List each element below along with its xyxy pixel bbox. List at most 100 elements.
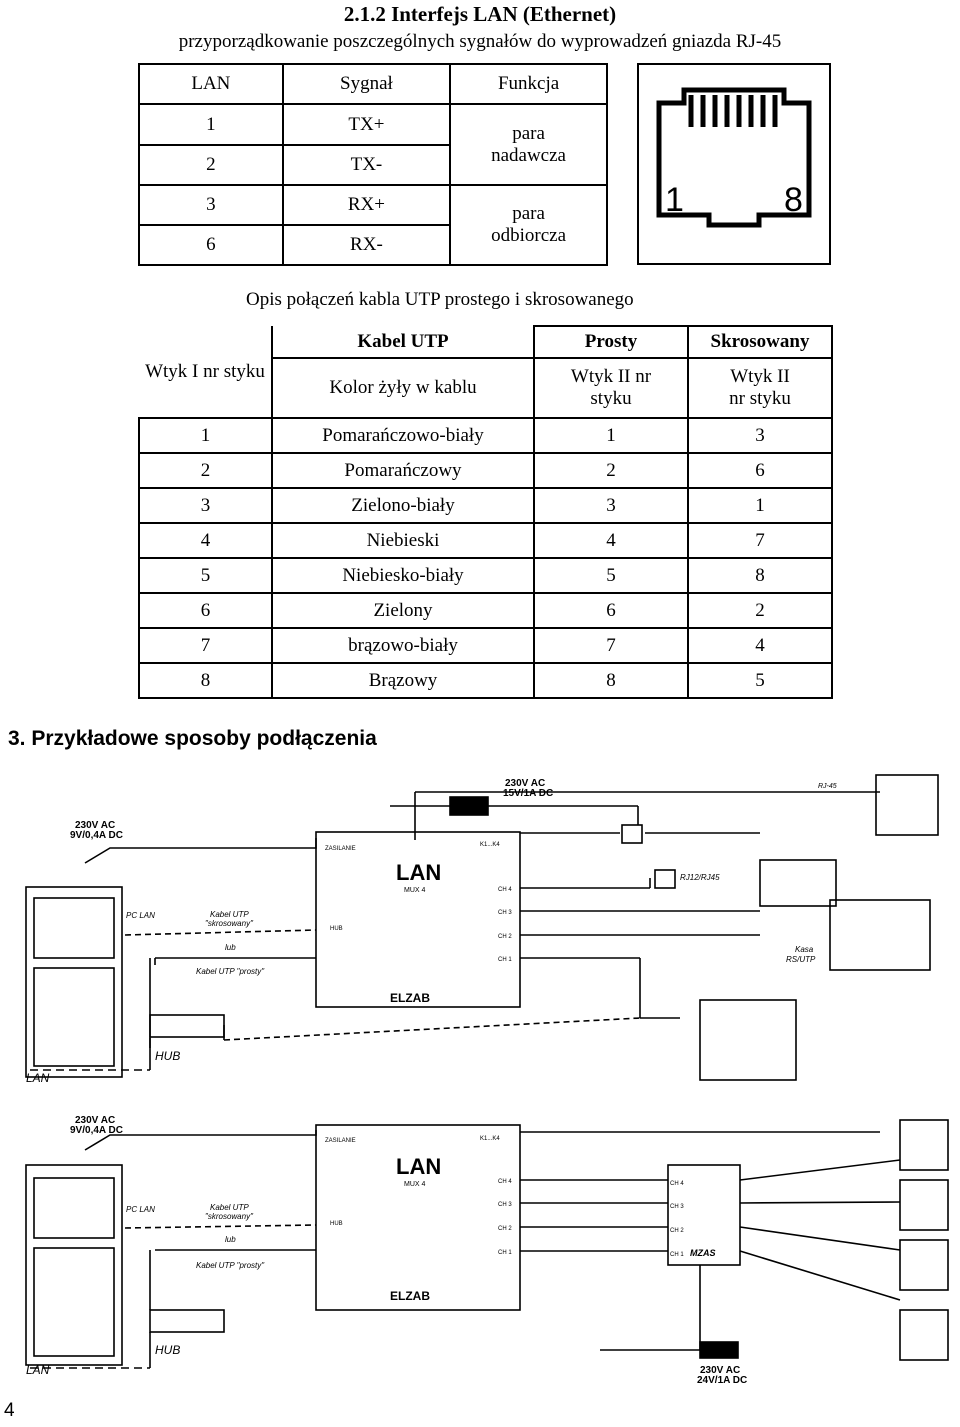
wire-color: Niebiesko-biały [271,557,535,594]
skrosowany-label: "skrosowany" [205,1212,254,1221]
wtyk2-prosty-header: Wtyk II nr styku [533,357,689,419]
mzas-ch3: CH 3 [670,1204,684,1210]
mux-ch3: CH 3 [498,1202,512,1208]
mux-ch1: CH 1 [498,1250,512,1256]
wire-color: brązowo-biały [271,627,535,664]
psu-pc-label: 230V AC [75,820,115,831]
mux-ch4: CH 4 [498,887,512,893]
psu-pc-label: 9V/0,4A DC [70,830,123,841]
kabel-utp-header: Kabel UTP [271,326,535,359]
mux-sub-label: MUX 4 [404,1181,426,1188]
prosty-header: Prosty [533,325,689,359]
mux-ch3: CH 3 [498,910,512,916]
wire-straight: 1 [533,417,689,454]
wire-straight: 3 [533,487,689,524]
hub-label: HUB [155,1343,180,1357]
lan-label: LAN [26,1363,50,1377]
zasilanie-label: ZASILANIE [325,1138,356,1144]
wtyk2-skros-header: Wtyk II nr styku [687,357,833,419]
wire-color: Pomarańczowo-biały [271,417,535,454]
mzas-label: MZAS [690,1248,716,1258]
wire-color: Niebieski [271,522,535,559]
cable-table: Wtyk I nr styku Kabel UTP Prosty Skrosow… [138,325,833,699]
mzas-ch2: CH 2 [670,1228,684,1234]
pin-table: LAN Sygnał Funkcja 1 TX+ para nadawcza 2… [138,63,608,266]
psu-pc-label: 9V/0,4A DC [70,1125,123,1136]
k-label: K1...K4 [480,842,500,848]
pin-signal: TX- [281,144,452,186]
pin-lan: 2 [138,144,284,186]
zasilanie-label: ZASILANIE [325,846,356,852]
section-title: 2.1.2 Interfejs LAN (Ethernet) [343,2,617,26]
lub-label: lub [225,943,236,952]
psu-pc-label: 230V AC [75,1115,115,1126]
rs-utp-label: RS/UTP [786,955,816,964]
rj12-label: RJ12/RJ45 [680,873,720,882]
rj45-pin-right: 8 [784,181,803,219]
rj45-socket-icon: 1 8 [656,87,812,228]
pin-lan: 6 [138,224,284,266]
wire-pin: 4 [138,522,273,559]
kolor-header: Kolor żyły w kablu [271,357,535,419]
wire-cross: 1 [687,487,833,524]
pin-function: para nadawcza [449,103,608,186]
wire-color: Zielono-biały [271,487,535,524]
wire-color: Zielony [271,592,535,629]
skrosowany-label: "skrosowany" [205,919,254,928]
pin-signal: RX+ [281,184,452,226]
pin-lan: 3 [138,184,284,226]
section3-title: 3. Przykładowe sposoby podłączenia [8,727,377,750]
wire-cross: 5 [687,662,833,699]
hub-label: HUB [155,1049,180,1063]
wire-pin: 3 [138,487,273,524]
elzab-label: ELZAB [390,1289,430,1303]
skrosowany-header: Skrosowany [687,325,833,359]
wire-straight: 8 [533,662,689,699]
kabel-utp-label: Kabel UTP [210,910,249,919]
wire-cross: 7 [687,522,833,559]
pin-header-lan: LAN [138,63,284,105]
mux-lan-label: LAN [396,1154,441,1179]
rj45-socket-illustration: 1 8 [637,63,831,265]
pin-function: para odbiorcza [449,184,608,266]
section-subtitle: przyporządkowanie poszczególnych sygnałó… [178,31,782,52]
connection-diagram-2: 230V AC 9V/0,4A DC 230V AC 24V/1A DC ZAS… [25,1115,949,1386]
pin-signal: TX+ [281,103,452,146]
wire-straight: 6 [533,592,689,629]
wire-cross: 2 [687,592,833,629]
elzab-label: ELZAB [390,991,430,1005]
psu-top-label: 15V/1A DC [503,788,553,799]
wire-straight: 4 [533,522,689,559]
wire-pin: 7 [138,627,273,664]
rj45-pin-left: 1 [665,181,684,219]
k-label: K1...K4 [480,1136,500,1142]
mux-ch2: CH 2 [498,1226,512,1232]
wire-pin: 6 [138,592,273,629]
lan-label: LAN [26,1071,50,1085]
mux-ch1: CH 1 [498,957,512,963]
wire-cross: 4 [687,627,833,664]
mux-hub-label: HUB [330,926,343,932]
pin-signal: RX- [281,224,452,266]
pin-header-signal: Sygnał [281,63,452,105]
kabel-utp-label: Kabel UTP [210,1203,249,1212]
mux-ch2: CH 2 [498,934,512,940]
pin-header-function: Funkcja [449,63,608,105]
wire-straight: 7 [533,627,689,664]
mzas-ch1: CH 1 [670,1252,684,1258]
mux-hub-label: HUB [330,1221,343,1227]
wire-cross: 6 [687,452,833,489]
rj45-label: RJ-45 [818,783,837,790]
cable-table-caption: Opis połączeń kabla UTP prostego i skros… [246,289,634,310]
kabel-prosty-label: Kabel UTP "prosty" [196,1261,265,1270]
pc-lan-label: PC LAN [126,1205,155,1214]
wire-straight: 5 [533,557,689,594]
wire-straight: 2 [533,452,689,489]
wire-pin: 5 [138,557,273,594]
wire-color: Brązowy [271,662,535,699]
connection-diagram-1: 230V AC 15V/1A DC 230V AC 9V/0,4A DC ZAS… [25,774,939,1085]
mux-ch4: CH 4 [498,1179,512,1185]
mzas-ch4: CH 4 [670,1181,684,1187]
wire-cross: 8 [687,557,833,594]
wtyk1-header: Wtyk I nr styku [139,326,273,419]
